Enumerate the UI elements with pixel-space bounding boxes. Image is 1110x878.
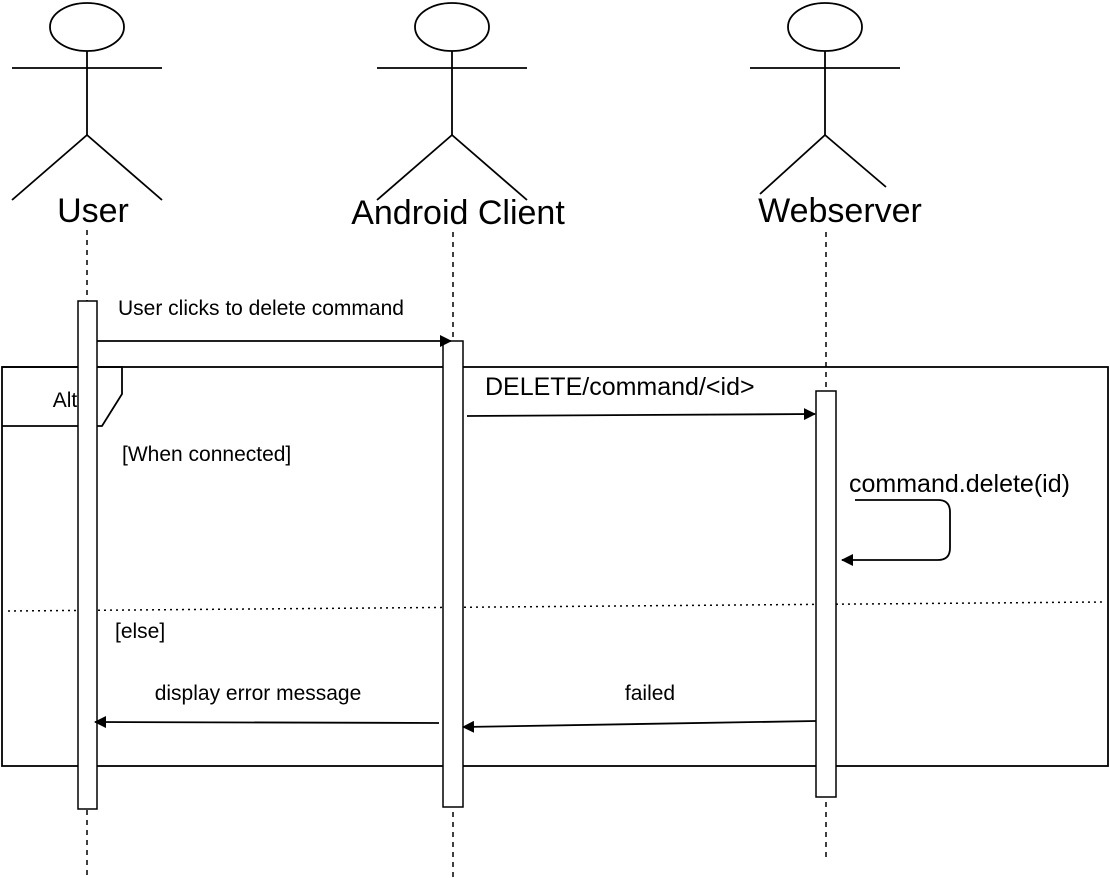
stick-figure-icon: [376, 2, 528, 201]
message-client-to-user: display error message: [94, 682, 440, 729]
actor-user: User: [11, 2, 163, 230]
guard-when-connected: [When connected]: [122, 443, 291, 466]
actor-android-client: Android Client: [351, 2, 565, 232]
message-arrow: [466, 408, 816, 421]
message-server-to-client: failed: [462, 682, 817, 733]
message-server-self: command.delete(id): [841, 470, 1070, 566]
message-label: DELETE/command/<id>: [485, 373, 755, 401]
message-label: failed: [625, 682, 675, 705]
message-label: User clicks to delete command: [118, 297, 404, 320]
else-divider: [7, 601, 1105, 612]
activation-bar-webserver: [815, 390, 837, 798]
message-arrow: [462, 720, 817, 733]
message-user-to-client: User clicks to delete command: [97, 297, 452, 347]
activation-bar-user: [77, 300, 98, 810]
activation-bar-android-client: [442, 340, 464, 808]
stick-figure-icon: [750, 2, 900, 195]
message-arrow: [841, 499, 951, 566]
message-label: command.delete(id): [849, 470, 1070, 498]
message-arrow: [94, 716, 440, 729]
message-label: display error message: [155, 682, 362, 705]
alt-frame: Alt [When connected] [else]: [1, 366, 1109, 767]
guard-else: [else]: [115, 620, 165, 643]
actor-name: Webserver: [758, 192, 922, 230]
alt-frame-border: [1, 366, 1109, 767]
actor-name: User: [57, 192, 129, 230]
alt-frame-operator: Alt: [53, 389, 78, 412]
stick-figure-icon: [11, 2, 163, 201]
actor-name: Android Client: [351, 194, 565, 232]
actor-webserver: Webserver: [750, 2, 922, 230]
message-client-to-server: DELETE/command/<id>: [466, 373, 816, 421]
